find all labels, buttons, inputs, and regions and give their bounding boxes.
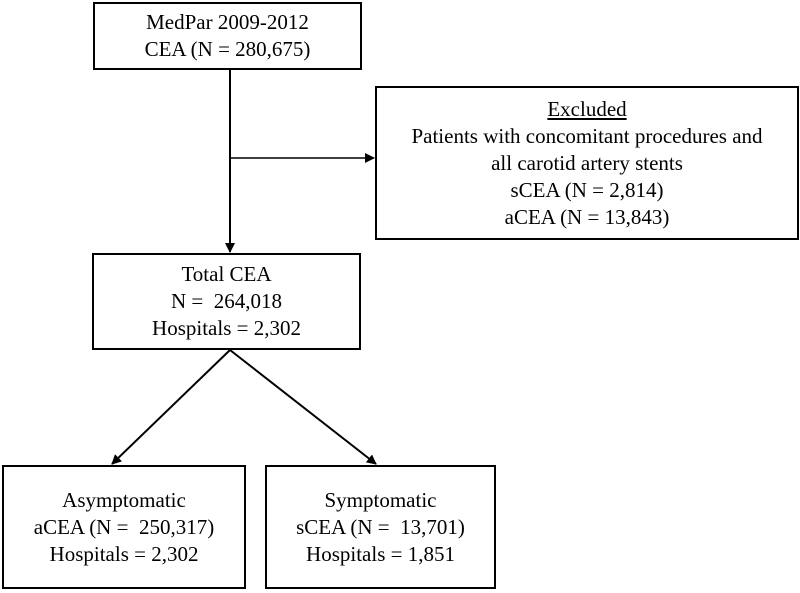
total-line-1: Total CEA [181, 262, 272, 286]
source-line-2: CEA (N = 280,675) [144, 37, 311, 61]
asymptomatic-line-3: Hospitals = 2,302 [49, 541, 199, 566]
source-line-1: MedPar 2009-2012 [146, 10, 309, 34]
total-line-3: Hospitals = 2,302 [152, 316, 301, 340]
symptomatic-line-1: Symptomatic [324, 487, 437, 512]
total-line-2: N = 264,018 [170, 289, 282, 313]
excluded-line-3: sCEA (N = 2,814) [510, 177, 664, 202]
asymptomatic-line-2: aCEA (N = 250,317) [33, 514, 215, 539]
asymptomatic-line-1: Asymptomatic [62, 487, 186, 512]
symptomatic-line-2: sCEA (N = 13,701) [296, 514, 465, 539]
excluded-heading: Excluded [547, 96, 627, 121]
excluded-line-2: all carotid artery stents [491, 150, 683, 175]
arrow-total-to-asymptomatic [111, 349, 231, 465]
symptomatic-line-3: Hospitals = 1,851 [306, 541, 455, 566]
asymptomatic-box: Asymptomatic aCEA (N = 250,317) Hospital… [2, 465, 246, 589]
excluded-line-4: aCEA (N = 13,843) [504, 204, 670, 229]
excluded-line-1: Patients with concomitant procedures and [411, 123, 763, 148]
excluded-box: Excluded Patients with concomitant proce… [375, 86, 799, 240]
source-box: MedPar 2009-2012 CEA (N = 280,675) [93, 2, 362, 70]
arrow-total-to-symptomatic [229, 349, 377, 465]
total-box: Total CEA N = 264,018 Hospitals = 2,302 [92, 253, 361, 350]
symptomatic-box: Symptomatic sCEA (N = 13,701) Hospitals … [265, 465, 496, 589]
